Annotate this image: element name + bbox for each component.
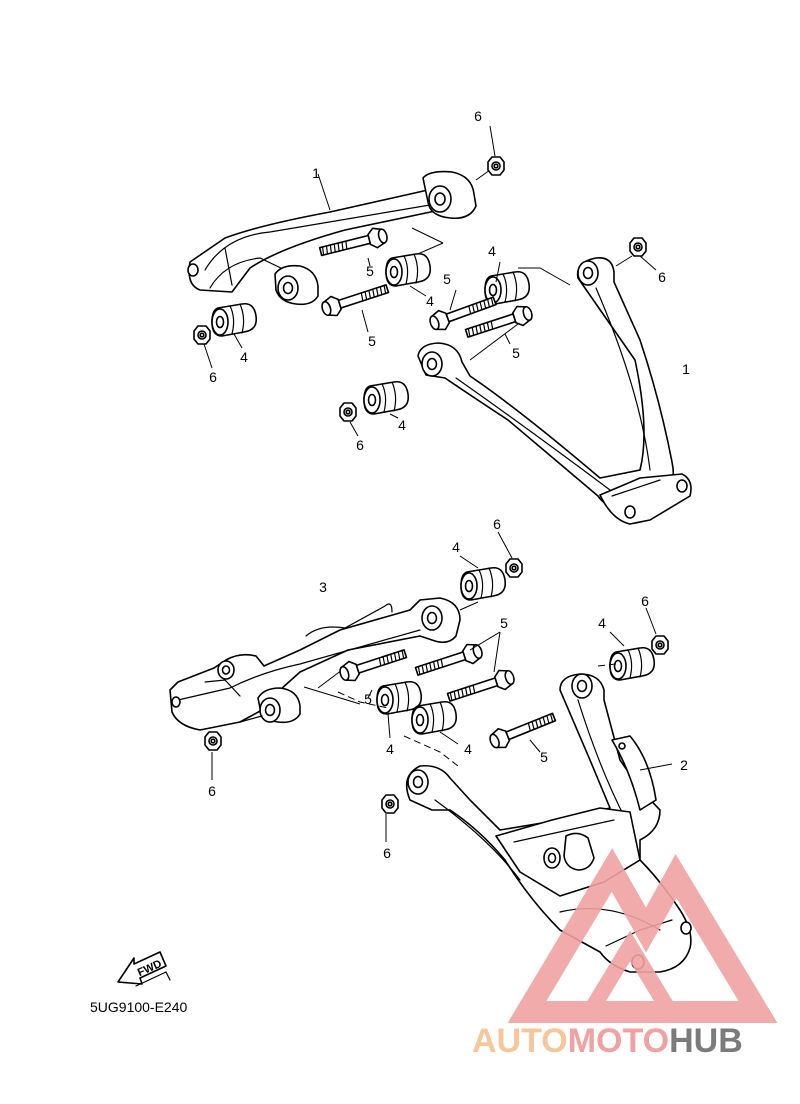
- diagram-code: 5UG9100-E240: [90, 999, 188, 1015]
- watermark-text-moto: MOTO: [568, 1022, 669, 1060]
- watermark-text-auto: AUTO: [472, 1022, 568, 1060]
- lower-arm-left: [169, 597, 461, 731]
- callout-label: 6: [208, 783, 216, 799]
- callout-label: 4: [426, 293, 434, 309]
- callout-label: 5: [443, 271, 451, 287]
- callout-label: 4: [398, 417, 406, 433]
- callout-label: 6: [356, 437, 364, 453]
- top-nut-d: [339, 402, 357, 422]
- top-nut-b: [629, 237, 647, 257]
- callout-label: 1: [682, 361, 690, 377]
- top-nut-c: [193, 325, 211, 345]
- top-bolt-b: [318, 278, 392, 321]
- callout-label: 4: [386, 741, 394, 757]
- top-bush-a: [211, 302, 258, 337]
- callout-label: 4: [452, 539, 460, 555]
- top-bush-b: [385, 252, 432, 287]
- watermark-text-hub: HUB: [669, 1022, 743, 1060]
- callout-label: 4: [598, 615, 606, 631]
- callout-label: 5: [366, 263, 374, 279]
- bottom-bolt-d: [486, 706, 559, 753]
- callout-label: 5: [540, 749, 548, 765]
- bottom-nut-a: [505, 558, 523, 578]
- callout-label: 6: [474, 108, 482, 124]
- bottom-bolt-c: [444, 665, 518, 708]
- bottom-bush-a: [460, 566, 507, 601]
- callout-label: 5: [500, 615, 508, 631]
- callout-label: 6: [209, 369, 217, 385]
- bottom-nut-c: [204, 731, 222, 751]
- top-bush-d: [363, 380, 410, 415]
- bottom-nut-d: [381, 794, 399, 814]
- watermark-text: AUTOMOTOHUB: [472, 1022, 743, 1060]
- callout-label: 1: [312, 165, 320, 181]
- callout-label: 6: [658, 269, 666, 285]
- bottom-bolt-b: [412, 639, 486, 682]
- callout-label: 4: [240, 349, 248, 365]
- bottom-nut-b: [651, 635, 669, 655]
- bottom-bush-b: [609, 646, 656, 681]
- bottom-bush-d: [411, 700, 458, 735]
- callout-label: 6: [493, 516, 501, 532]
- top-nut-a: [487, 156, 505, 176]
- upper-arm-left: [187, 170, 477, 306]
- watermark-logo: [507, 848, 778, 1023]
- callout-label: 4: [488, 243, 496, 259]
- callout-label: 4: [464, 741, 472, 757]
- callout-label: 5: [368, 333, 376, 349]
- callout-label: 5: [512, 345, 520, 361]
- upper-arm-right: [417, 256, 692, 525]
- callout-label: 2: [680, 757, 688, 773]
- callout-label: 6: [383, 845, 391, 861]
- callout-label: 6: [641, 593, 649, 609]
- fwd-arrow-icon: FWD: [117, 951, 171, 987]
- callout-label: 3: [319, 579, 327, 595]
- callout-label: 5: [364, 691, 372, 707]
